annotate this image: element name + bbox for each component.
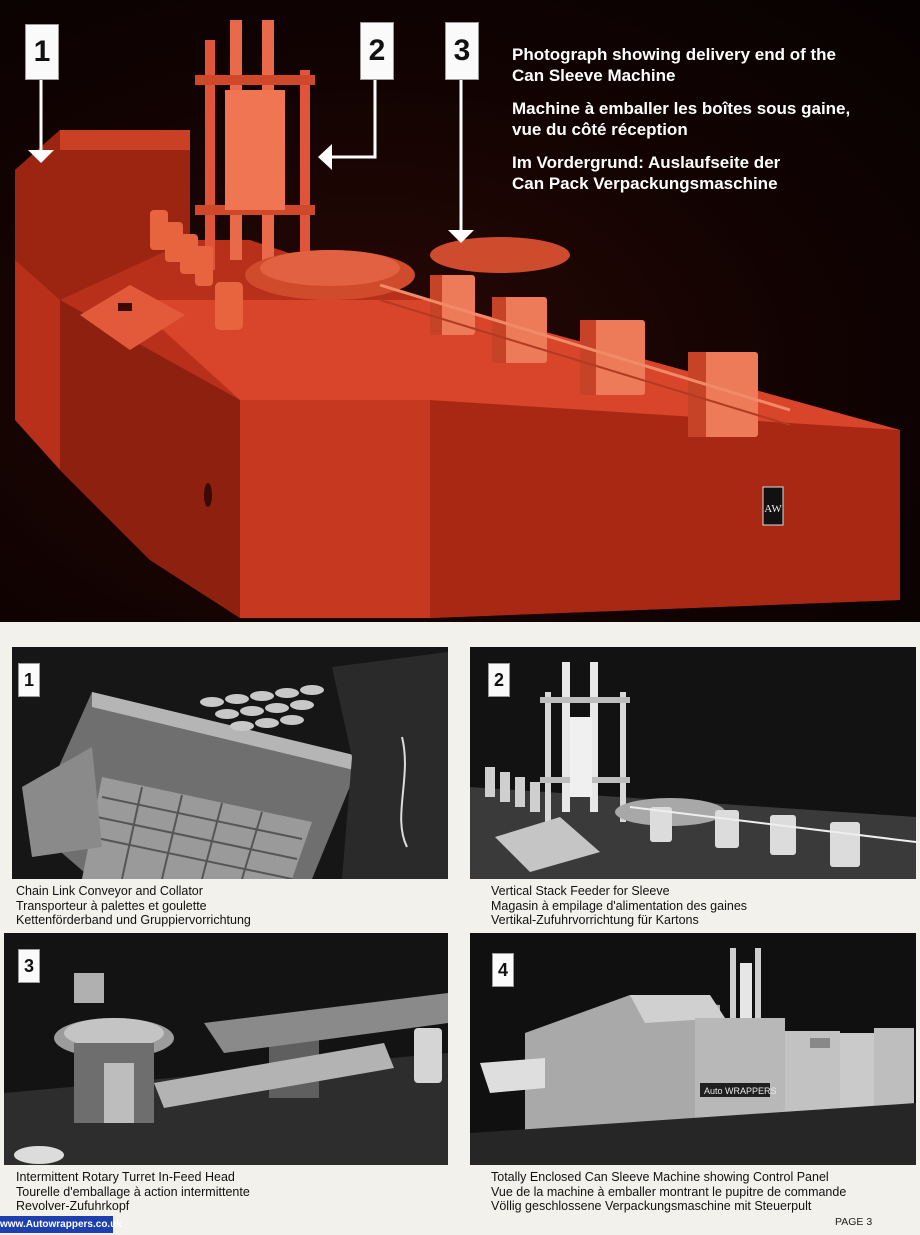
photo-enclosed-machine: Auto WRAPPERS 4 [470,933,916,1165]
photo-3-number: 3 [18,949,40,983]
hero-caption-english: Photograph showing delivery end of the C… [512,45,836,85]
photo-1-number: 1 [18,663,40,697]
marker-2-arrow [332,80,377,159]
hero-caption-german: Im Vordergrund: Auslaufseite der Can Pac… [512,153,781,193]
control-panel [495,817,600,872]
svg-text:Auto WRAPPERS: Auto WRAPPERS [704,1086,777,1096]
conveyor-illustration [12,647,448,879]
stack-feeder-illustration [470,647,916,879]
photo-rotary-turret: 3 [4,933,448,1165]
autowrappers-nameplate [700,1083,770,1097]
control-panel [810,1038,830,1048]
hero-marker-3: 3 [445,22,479,80]
hero-caption: Photograph showing delivery end of the C… [512,44,907,206]
hero-caption-french: Machine à emballer les boîtes sous gaine… [512,99,851,139]
rotary-turret-illustration [4,933,448,1165]
svg-text:AW: AW [764,503,782,515]
aw-logo-badge [762,486,784,526]
page-number: PAGE 3 [835,1216,873,1228]
can-sleeve-machine-illustration: AW [15,20,900,618]
hero-photo: AW 1 2 3 Photograph showing delivery end… [0,0,920,622]
photo-1-caption: Chain Link Conveyor and Collator Transpo… [16,884,251,927]
photo-vertical-stack-feeder: 2 [470,647,916,879]
photo-2-caption: Vertical Stack Feeder for Sleeve Magasin… [491,884,748,927]
photo-chain-link-conveyor: 1 [12,647,448,879]
hero-marker-2: 2 [360,22,394,80]
hero-marker-1: 1 [25,24,59,80]
website-link[interactable]: www.Autowrappers.co.uk [0,1216,122,1233]
photo-3-caption: Intermittent Rotary Turret In-Feed Head … [16,1170,250,1213]
enclosed-machine-illustration: Auto WRAPPERS [470,933,916,1165]
photo-4-number: 4 [492,953,514,987]
photo-2-number: 2 [488,663,510,697]
photo-4-caption: Totally Enclosed Can Sleeve Machine show… [491,1170,847,1213]
